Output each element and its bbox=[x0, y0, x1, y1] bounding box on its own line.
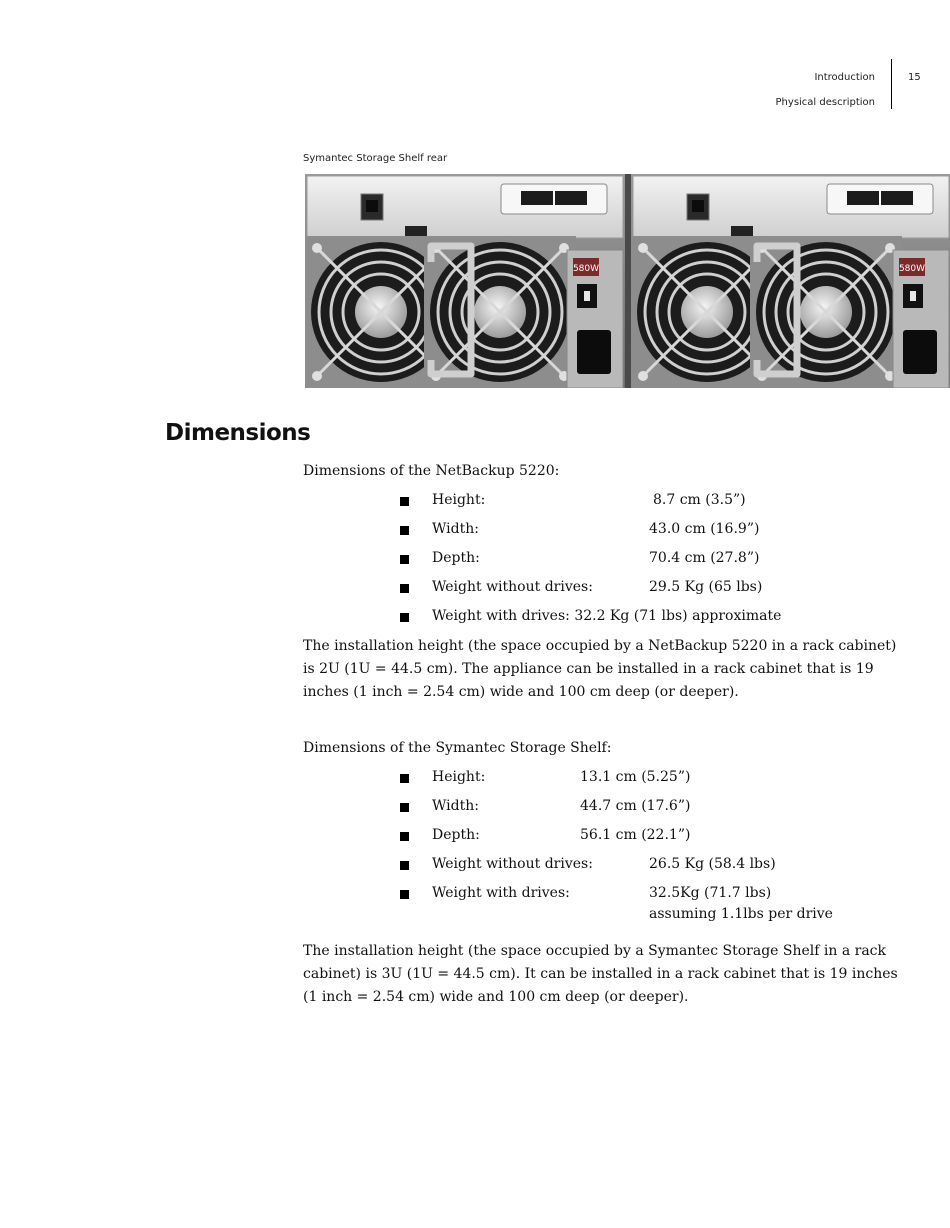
spec-value: 29.5 Kg (65 lbs) bbox=[649, 579, 763, 595]
spec-value: 13.1 cm (5.25”) bbox=[580, 769, 691, 785]
bullet-icon bbox=[400, 613, 409, 622]
spec-label: Depth: bbox=[432, 827, 480, 843]
spec-label: Height: bbox=[432, 769, 486, 785]
bullet-icon bbox=[400, 890, 409, 899]
bullet-icon bbox=[400, 774, 409, 783]
storage-shelf-installation-paragraph: The installation height (the space occup… bbox=[303, 943, 898, 1005]
spec-label: Width: bbox=[432, 521, 479, 537]
spec-label-text: Weight with drives: bbox=[432, 608, 570, 624]
bullet-icon bbox=[400, 555, 409, 564]
section-heading-dimensions: Dimensions bbox=[165, 420, 311, 446]
bullet-icon bbox=[400, 584, 409, 593]
spec-label: Weight without drives: bbox=[432, 579, 593, 595]
header-chapter: Introduction bbox=[814, 72, 875, 83]
bullet-icon bbox=[400, 861, 409, 870]
storage-shelf-rear-photo: 580W bbox=[305, 174, 950, 388]
spec-value: 8.7 cm (3.5”) bbox=[653, 492, 746, 508]
header-section: Physical description bbox=[775, 97, 875, 108]
storage-shelf-dimensions-intro: Dimensions of the Symantec Storage Shelf… bbox=[303, 740, 612, 756]
spec-value: 44.7 cm (17.6”) bbox=[580, 798, 691, 814]
header-divider bbox=[891, 59, 892, 109]
spec-value: 32.2 Kg (71 lbs) approximate bbox=[574, 608, 782, 624]
figure-caption: Symantec Storage Shelf rear bbox=[303, 153, 448, 164]
spec-value: 70.4 cm (27.8”) bbox=[649, 550, 760, 566]
spec-label: Depth: bbox=[432, 550, 480, 566]
spec-value: 56.1 cm (22.1”) bbox=[580, 827, 691, 843]
bullet-icon bbox=[400, 803, 409, 812]
spec-value: 43.0 cm (16.9”) bbox=[649, 521, 760, 537]
spec-label: Width: bbox=[432, 798, 479, 814]
spec-label: Weight without drives: bbox=[432, 856, 593, 872]
spec-label: Height: bbox=[432, 492, 486, 508]
spec-value: 32.5Kg (71.7 lbs) bbox=[649, 885, 772, 901]
page-number: 15 bbox=[908, 72, 921, 83]
spec-label: Weight with drives: 32.2 Kg (71 lbs) app… bbox=[432, 608, 781, 624]
spec-note: assuming 1.1lbs per drive bbox=[649, 906, 833, 922]
spec-label: Weight with drives: bbox=[432, 885, 570, 901]
bullet-icon bbox=[400, 832, 409, 841]
netbackup-installation-paragraph: The installation height (the space occup… bbox=[303, 638, 897, 700]
spec-value: 26.5 Kg (58.4 lbs) bbox=[649, 856, 776, 872]
bullet-icon bbox=[400, 526, 409, 535]
bullet-icon bbox=[400, 497, 409, 506]
netbackup-dimensions-intro: Dimensions of the NetBackup 5220: bbox=[303, 463, 560, 479]
